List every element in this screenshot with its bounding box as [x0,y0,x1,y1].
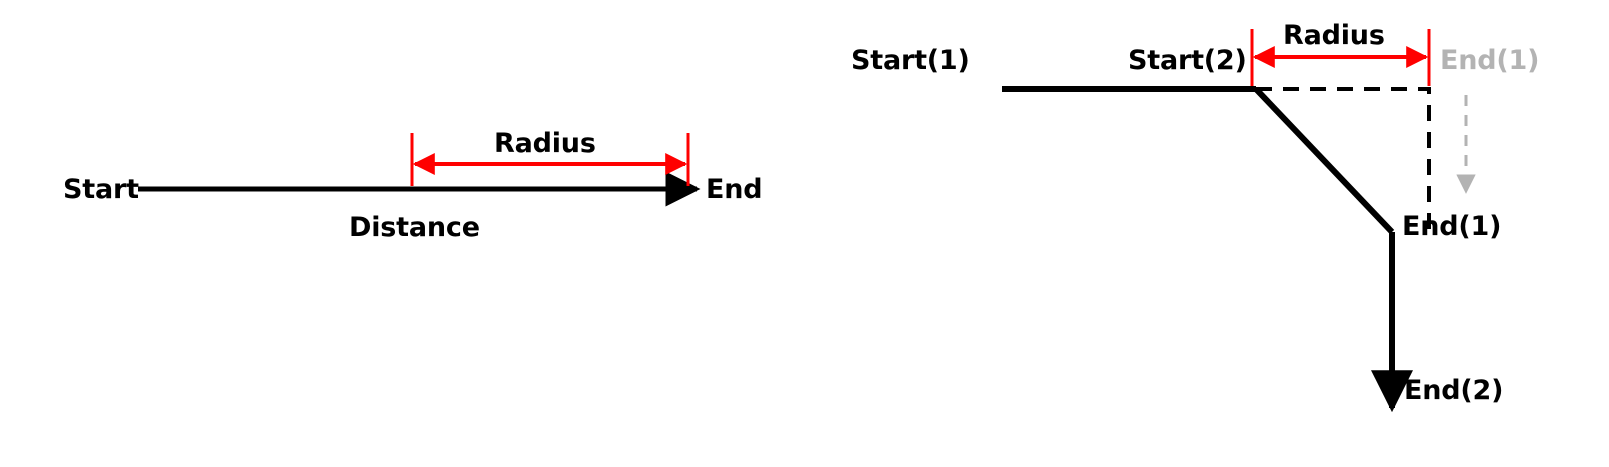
right-diagram-group [1002,29,1476,413]
right-end-1-label: End(1) [1402,211,1502,242]
right-end-2-label: End(2) [1404,375,1504,406]
right-radius-label: Radius [1283,20,1385,51]
left-distance-label: Distance [349,212,480,243]
left-start-label: Start [63,174,139,205]
left-end-label: End [706,174,763,205]
right-ghost-corner-dashed-path [1256,87,1431,232]
right-end-1-ghost-label: End(1) [1440,45,1540,76]
right-fillet-diagonal-segment [1253,86,1395,235]
right-start-2-label: Start(2) [1128,45,1247,76]
left-radius-label: Radius [494,128,596,159]
left-diagram-group [138,133,701,207]
right-start-1-label: Start(1) [851,45,970,76]
